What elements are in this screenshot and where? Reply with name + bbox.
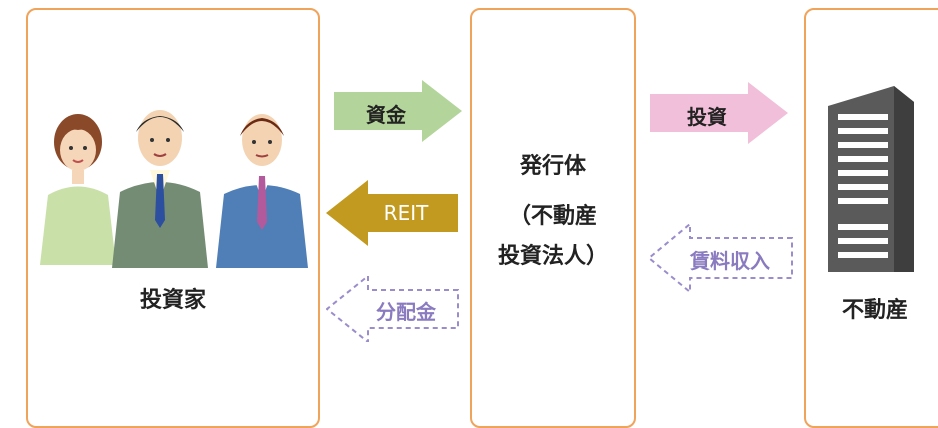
capital-arrow-label: 資金: [366, 103, 406, 127]
investor-people-icon: [40, 110, 308, 268]
capital-arrow: [334, 80, 462, 142]
issuer-label-line1: 発行体: [519, 154, 586, 179]
reit-arrow-label: REIT: [383, 201, 429, 225]
investor-label: 投資家: [139, 288, 206, 313]
building-icon: [828, 86, 914, 272]
issuer-label-line3: 投資法人）: [497, 244, 608, 269]
dividend-arrow: [326, 276, 459, 342]
issuer-label-line2: （不動産: [508, 204, 597, 229]
dividend-arrow-label: 分配金: [376, 300, 436, 324]
issuer-box: [470, 8, 636, 428]
reit-arrow: [326, 180, 458, 246]
rent-arrow: [648, 224, 793, 292]
rent-arrow-label: 賃料収入: [690, 249, 770, 273]
invest-arrow: [650, 82, 788, 144]
property-label: 不動産: [841, 298, 908, 323]
invest-arrow-label: 投資: [687, 105, 727, 129]
